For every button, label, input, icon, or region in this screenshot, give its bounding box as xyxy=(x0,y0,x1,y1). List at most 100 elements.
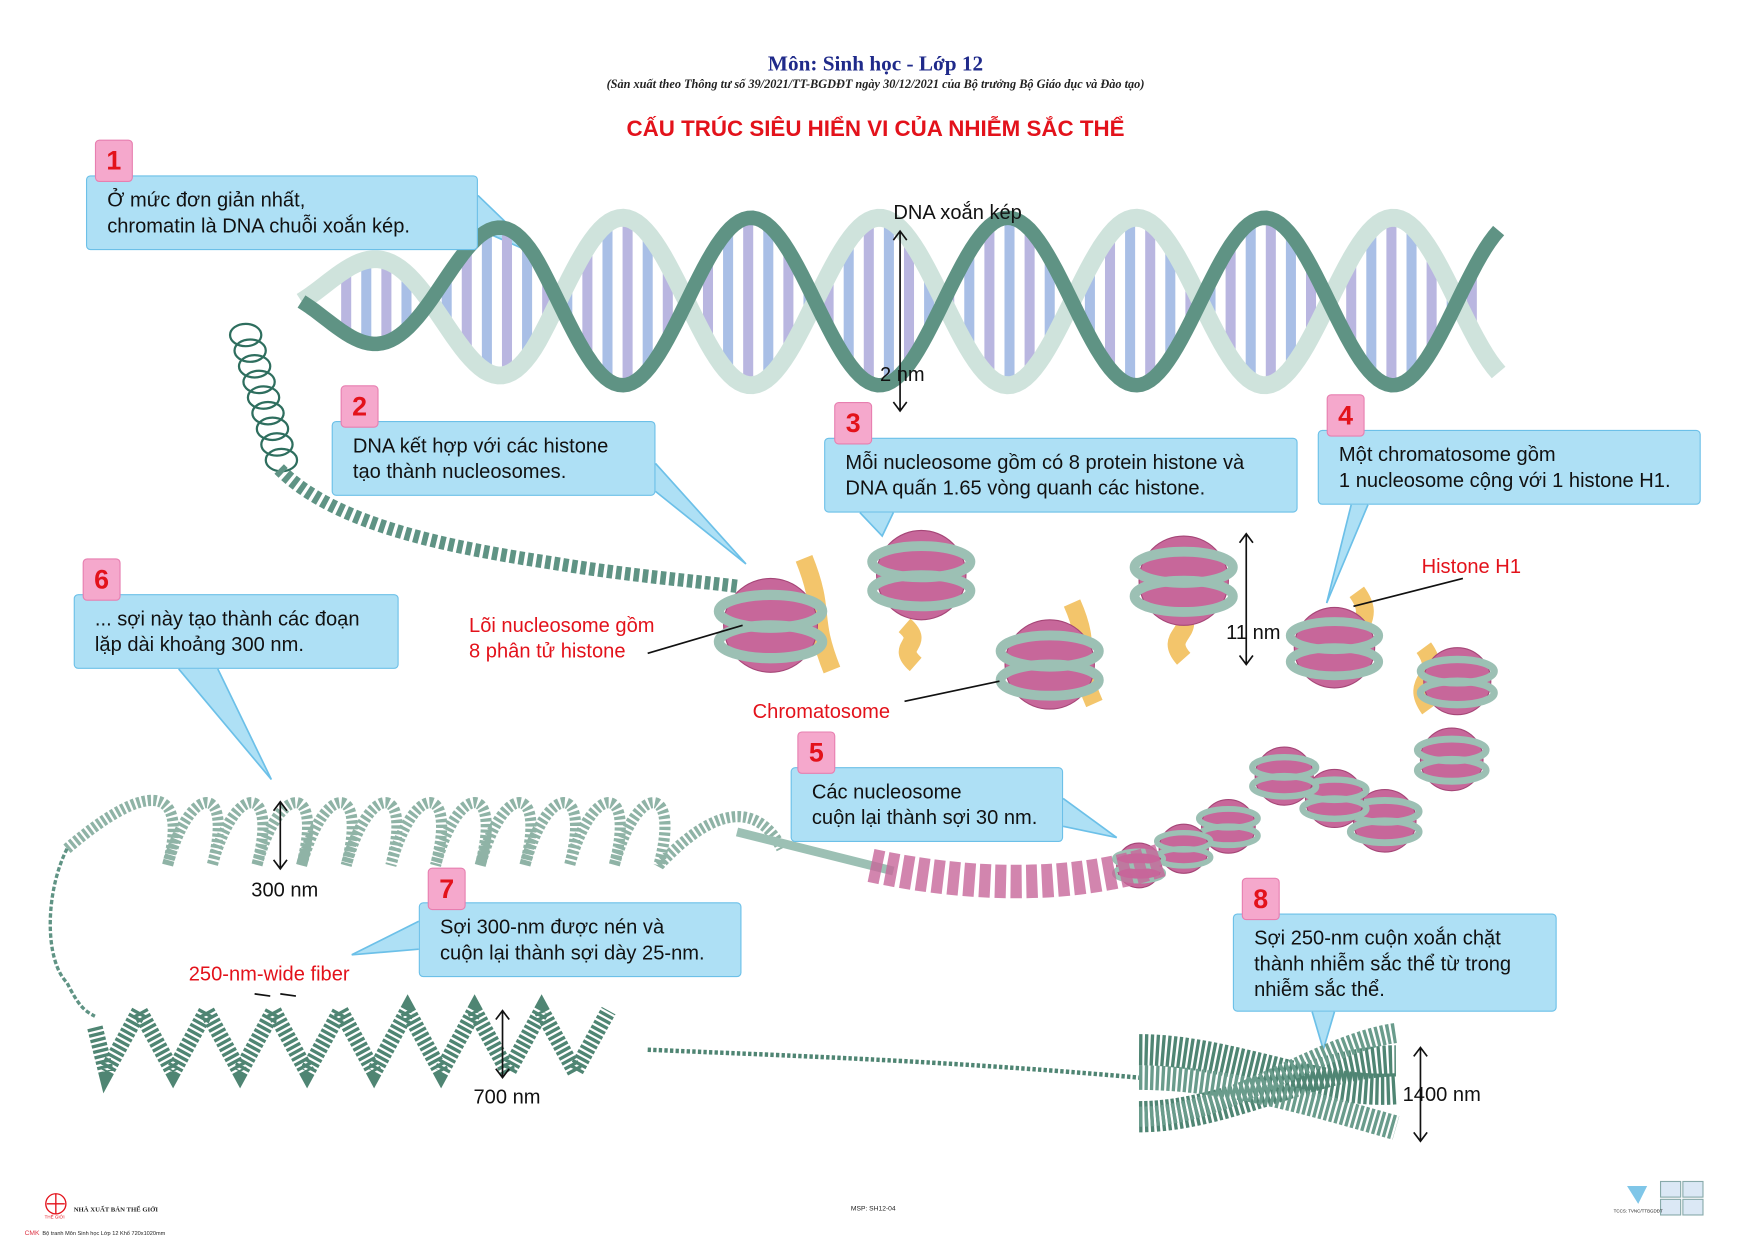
dna-wrap xyxy=(1285,643,1384,681)
callout-text: Các nucleosome xyxy=(811,780,962,803)
callout-box-4: Một chromatosome gồm 1 nucleosome cộng vớ… xyxy=(1317,429,1701,505)
nucleosomes xyxy=(713,529,1498,889)
callout-text: ... sợi này tạo thành các đoạn xyxy=(94,607,360,630)
coil-loop xyxy=(246,385,281,410)
arrow-1400nm xyxy=(1413,1046,1428,1143)
callout-text: Mỗi nucleosome gồm có 8 protein histone … xyxy=(845,451,1245,474)
callout-text: Một chromatosome gồm xyxy=(1338,443,1556,466)
histone-h1 xyxy=(898,618,923,672)
coil-loop xyxy=(251,400,285,426)
arrow-250nm xyxy=(254,993,297,997)
print-info: Bộ tranh Môn Sinh học Lớp 12 Khổ 720x102… xyxy=(42,1230,166,1238)
callout-box-5: Các nucleosome cuộn lại thành sợi 30 nm. xyxy=(790,767,1064,842)
coil-loop xyxy=(255,416,290,442)
callout-text: lặp dài khoảng 300 nm. xyxy=(94,633,304,656)
callout-text: 1 nucleosome cộng với 1 histone H1. xyxy=(1338,469,1671,492)
coil-loop xyxy=(260,432,294,457)
label-1400nm: 1400 nm xyxy=(1402,1083,1481,1106)
label-250nm-fiber: 250-nm-wide fiber xyxy=(188,962,350,985)
dna-wrap xyxy=(713,620,828,664)
step-badge-2: 2 xyxy=(340,385,379,428)
label-core-1: Lõi nucleosome gồm xyxy=(469,614,655,637)
cmyk-mark: CMK xyxy=(24,1230,40,1238)
leader-core xyxy=(647,624,743,655)
dna-double-helix xyxy=(296,208,1506,395)
chromatid xyxy=(1139,1065,1400,1140)
step-badge-6: 6 xyxy=(82,558,121,601)
dna-coil xyxy=(228,322,299,473)
light-strand xyxy=(296,208,1506,395)
dna-wrap xyxy=(1416,677,1498,709)
coil-loop xyxy=(237,353,272,379)
chromosome xyxy=(1138,1023,1400,1140)
label-histone-h1: Histone H1 xyxy=(1421,555,1522,578)
company-code: TCCS: TVNC/TTBGDĐT xyxy=(1613,1208,1663,1214)
label-11nm: 11 nm xyxy=(1226,620,1281,644)
step-badge-5: 5 xyxy=(797,731,836,774)
decree-note: (Sản xuất theo Thông tư số 39/2021/TT-BG… xyxy=(606,78,1145,92)
dna-wrap xyxy=(1299,795,1370,822)
callout-box-6: ... sợi này tạo thành các đoạn lặp dài kh… xyxy=(73,594,399,669)
coil-loop xyxy=(228,322,263,348)
callout-text: Ở mức đơn giản nhất, xyxy=(107,188,306,212)
callout-tails xyxy=(178,194,1369,1053)
label-chromatosome: Chromatosome xyxy=(752,700,891,723)
callout-text: cuộn lại thành sợi 30 nm. xyxy=(811,806,1038,829)
arrow-700nm xyxy=(495,1009,510,1080)
tail-3 xyxy=(859,511,895,538)
poster-title: CẤU TRÚC SIÊU HIỂN VI CỦA NHIỄM SẮC THỂ xyxy=(626,117,1125,142)
callout-box-2: DNA kết hợp với các histone tạo thành nuc… xyxy=(331,420,656,496)
publisher-logo-text: THẾ GIỚI xyxy=(44,1213,65,1220)
callout-text: chromatin là DNA chuỗi xoắn kép. xyxy=(107,214,411,237)
callout-text: DNA kết hợp với các histone xyxy=(352,434,609,457)
callout-text: tạo thành nucleosomes. xyxy=(352,460,567,483)
coil-loop xyxy=(242,369,276,395)
chromatid xyxy=(1138,1023,1398,1127)
dna-wrap xyxy=(867,570,976,612)
tail-4 xyxy=(1325,504,1369,604)
step-badge-1: 1 xyxy=(94,139,133,183)
callout-box-1: Ở mức đơn giản nhất,chromatin là DNA chu… xyxy=(85,175,478,251)
subject-heading: Môn: Sinh học - Lớp 12 xyxy=(767,52,984,76)
label-core-2: 8 phân tử histone xyxy=(469,639,626,663)
dna-wrap xyxy=(995,659,1104,701)
coil-loop xyxy=(233,338,267,363)
step-badge-8: 8 xyxy=(1241,877,1280,921)
callout-text: Sợi 250-nm cuộn xoắn chặt xyxy=(1254,926,1501,950)
dna-wrap xyxy=(1129,575,1238,617)
condensed-fiber xyxy=(87,994,616,1094)
leader-h1 xyxy=(1353,577,1464,608)
arrow-2nm xyxy=(892,229,908,413)
callout-text: nhiễm sắc thể. xyxy=(1254,978,1385,1001)
arrow-11nm xyxy=(1238,532,1254,666)
leader-chromatosome xyxy=(904,680,1000,703)
publisher-logo xyxy=(45,1193,67,1215)
label-2nm: 2 nm xyxy=(879,362,925,386)
callout-box-3: Mỗi nucleosome gồm có 8 protein histone … xyxy=(824,437,1298,513)
label-300nm: 300 nm xyxy=(251,878,319,902)
beads-fiber xyxy=(274,464,738,593)
coil-link xyxy=(48,847,96,1018)
callout-text: Sợi 300-nm được nén và xyxy=(439,915,665,939)
tail-6 xyxy=(178,668,273,781)
dna-wrap xyxy=(1249,772,1320,800)
fiber-300nm xyxy=(48,794,787,1018)
callout-text: thành nhiễm sắc thể từ trong xyxy=(1254,952,1512,975)
publisher-name: NHÀ XUẤT BẢN THẾ GIỚI xyxy=(73,1207,158,1214)
looped-fiber xyxy=(63,794,787,870)
step-badge-3: 3 xyxy=(834,402,873,445)
msp-code: MSP: SH12-04 xyxy=(850,1206,896,1213)
fiber-link xyxy=(647,1047,1140,1080)
tail-2 xyxy=(654,462,747,565)
dna-wrap xyxy=(1413,755,1490,785)
fiber-30nm xyxy=(867,843,1167,899)
callout-text: DNA quấn 1.65 vòng quanh các histone. xyxy=(845,476,1206,500)
dna-wrap xyxy=(1346,817,1423,847)
arrow-300nm xyxy=(272,800,288,871)
label-700nm: 700 nm xyxy=(473,1085,541,1108)
tail-7 xyxy=(351,920,420,956)
